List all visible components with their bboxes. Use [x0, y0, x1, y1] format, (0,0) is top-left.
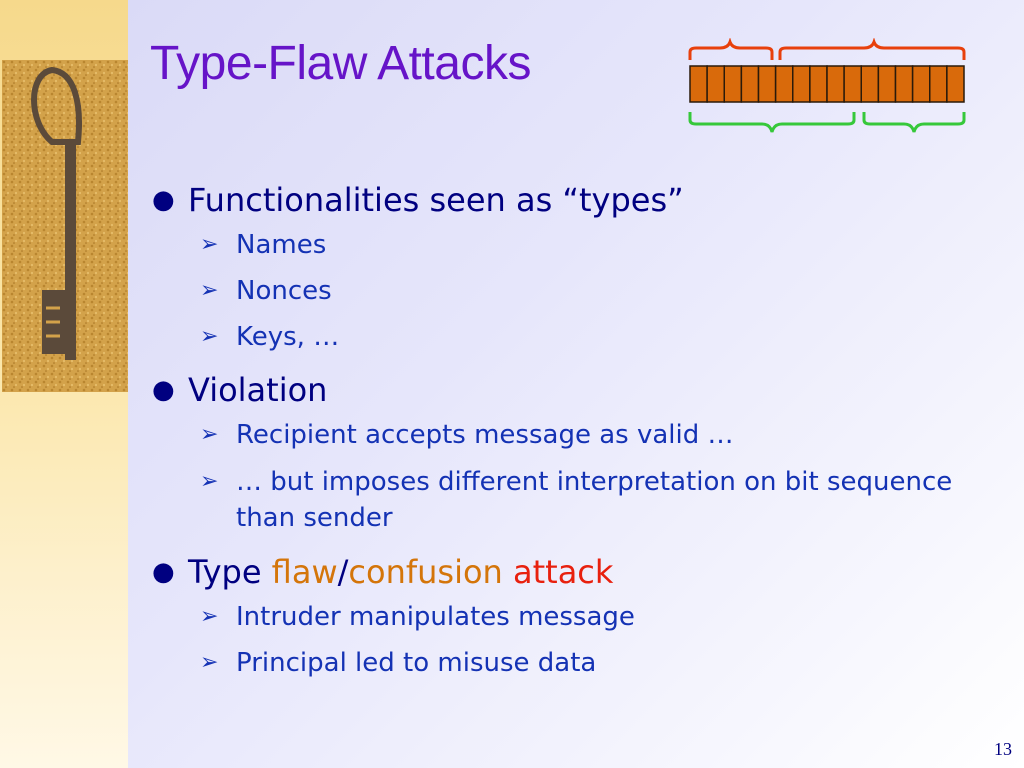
- bit-cell: [757, 65, 777, 103]
- bottom-brace-right: [862, 112, 966, 133]
- bit-cells: [689, 65, 965, 103]
- arrow-bullet-icon: ➢: [200, 232, 219, 257]
- bit-cell: [946, 65, 965, 103]
- slide-title: Type-Flaw Attacks: [150, 37, 531, 90]
- bit-cell: [723, 65, 743, 103]
- top-brace-right: [778, 38, 966, 60]
- bullet-dot-icon: ●: [152, 557, 175, 587]
- sub-bullet-recipient: ➢ Recipient accepts message as valid …: [148, 418, 988, 452]
- bullet-text-slash: /: [337, 553, 349, 591]
- bullet-text: Functionalities seen as “types”: [188, 181, 684, 219]
- sub-bullet-interpretation: ➢ … but imposes different interpretation…: [148, 464, 976, 536]
- bit-cell: [740, 65, 760, 103]
- sub-bullet-keys: ➢ Keys, …: [148, 320, 988, 354]
- sub-bullet-text: Keys, …: [236, 322, 340, 352]
- sub-bullet-text: … but imposes different interpretation o…: [236, 467, 953, 533]
- bit-cell: [689, 65, 708, 103]
- bullet-dot-icon: ●: [152, 185, 175, 215]
- sub-bullet-text: Names: [236, 230, 327, 260]
- bit-cell: [706, 65, 725, 103]
- arrow-bullet-icon: ➢: [200, 650, 219, 675]
- key-image: [2, 60, 128, 392]
- sub-bullet-text: Nonces: [236, 276, 332, 306]
- bottom-brace-left: [688, 112, 856, 133]
- arrow-bullet-icon: ➢: [200, 469, 219, 494]
- sub-bullet-text: Recipient accepts message as valid …: [236, 420, 734, 450]
- bit-cell: [843, 65, 862, 103]
- bullet-type-flaw-attack: ● Type flaw/confusion attack: [148, 552, 988, 592]
- bullet-text: Violation: [188, 371, 328, 409]
- arrow-bullet-icon: ➢: [200, 324, 219, 349]
- bullet-text-type: Type: [188, 553, 272, 591]
- sub-bullet-text: Intruder manipulates message: [236, 602, 635, 632]
- bit-cell: [792, 65, 811, 103]
- bullet-list: ● Functionalities seen as “types” ➢ Name…: [148, 180, 988, 692]
- sub-bullet-nonces: ➢ Nonces: [148, 274, 988, 308]
- bit-cell: [929, 65, 948, 103]
- sub-bullet-text: Principal led to misuse data: [236, 648, 597, 678]
- bullet-text-space: [503, 553, 513, 591]
- arrow-bullet-icon: ➢: [200, 604, 219, 629]
- page-number: 13: [994, 739, 1012, 759]
- bullet-functionalities: ● Functionalities seen as “types”: [148, 180, 988, 220]
- bit-cell: [826, 65, 845, 103]
- bullet-dot-icon: ●: [152, 375, 175, 405]
- bit-sequence-diagram: [688, 38, 966, 133]
- bullet-text-attack: attack: [512, 553, 614, 591]
- bullet-text-confusion: confusion: [348, 553, 503, 591]
- bullet-violation: ● Violation: [148, 370, 988, 410]
- bit-cell: [774, 65, 794, 103]
- top-brace-left: [688, 38, 774, 60]
- bit-cell: [877, 65, 897, 103]
- bit-cell: [860, 65, 880, 103]
- bit-cell: [911, 65, 931, 103]
- arrow-bullet-icon: ➢: [200, 422, 219, 447]
- sub-bullet-intruder: ➢ Intruder manipulates message: [148, 600, 988, 634]
- sub-bullet-names: ➢ Names: [148, 228, 988, 262]
- arrow-bullet-icon: ➢: [200, 278, 219, 303]
- bit-cell: [894, 65, 914, 103]
- sub-bullet-principal: ➢ Principal led to misuse data: [148, 646, 988, 680]
- bullet-text-flaw: flaw: [271, 553, 338, 591]
- bit-cell: [809, 65, 828, 103]
